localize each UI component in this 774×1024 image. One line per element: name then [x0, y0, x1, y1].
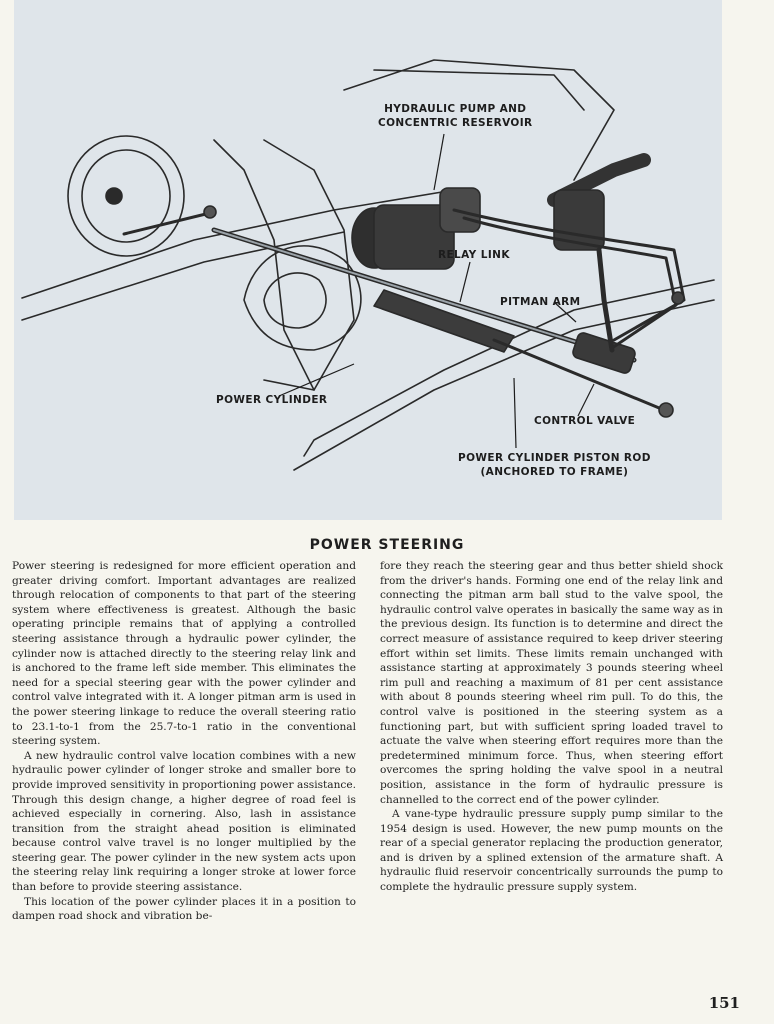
article-title: POWER STEERING — [309, 537, 465, 553]
paragraph: fore they reach the steering gear and th… — [380, 560, 724, 806]
label-power-cylinder: POWER CYLINDER — [216, 394, 328, 406]
paragraph: This location of the power cylinder plac… — [12, 895, 356, 923]
paragraph: Power steering is redesigned for more ef… — [12, 560, 356, 748]
paragraph: A vane-type hydraulic pressure supply pu… — [380, 808, 723, 894]
label-piston-rod: POWER CYLINDER PISTON ROD (ANCHORED TO F… — [458, 452, 651, 478]
label-hydraulic-pump: HYDRAULIC PUMP AND CONCENTRIC RESERVOIR — [378, 103, 533, 129]
label-pitman-arm: PITMAN ARM — [500, 296, 581, 308]
label-control-valve: CONTROL VALVE — [534, 415, 636, 427]
right-column: fore they reach the steering gear and th… — [380, 559, 723, 895]
power-steering-diagram — [21, 59, 715, 471]
label-relay-link: RELAY LINK — [438, 249, 510, 261]
steering-illustration: HYDRAULIC PUMP AND CONCENTRIC RESERVOIR … — [14, 0, 722, 520]
brake-drum — [67, 135, 185, 257]
paragraph: A new hydraulic control valve location c… — [12, 749, 356, 894]
left-column: Power steering is redesigned for more ef… — [12, 559, 356, 924]
page-number: 151 — [708, 994, 740, 1012]
